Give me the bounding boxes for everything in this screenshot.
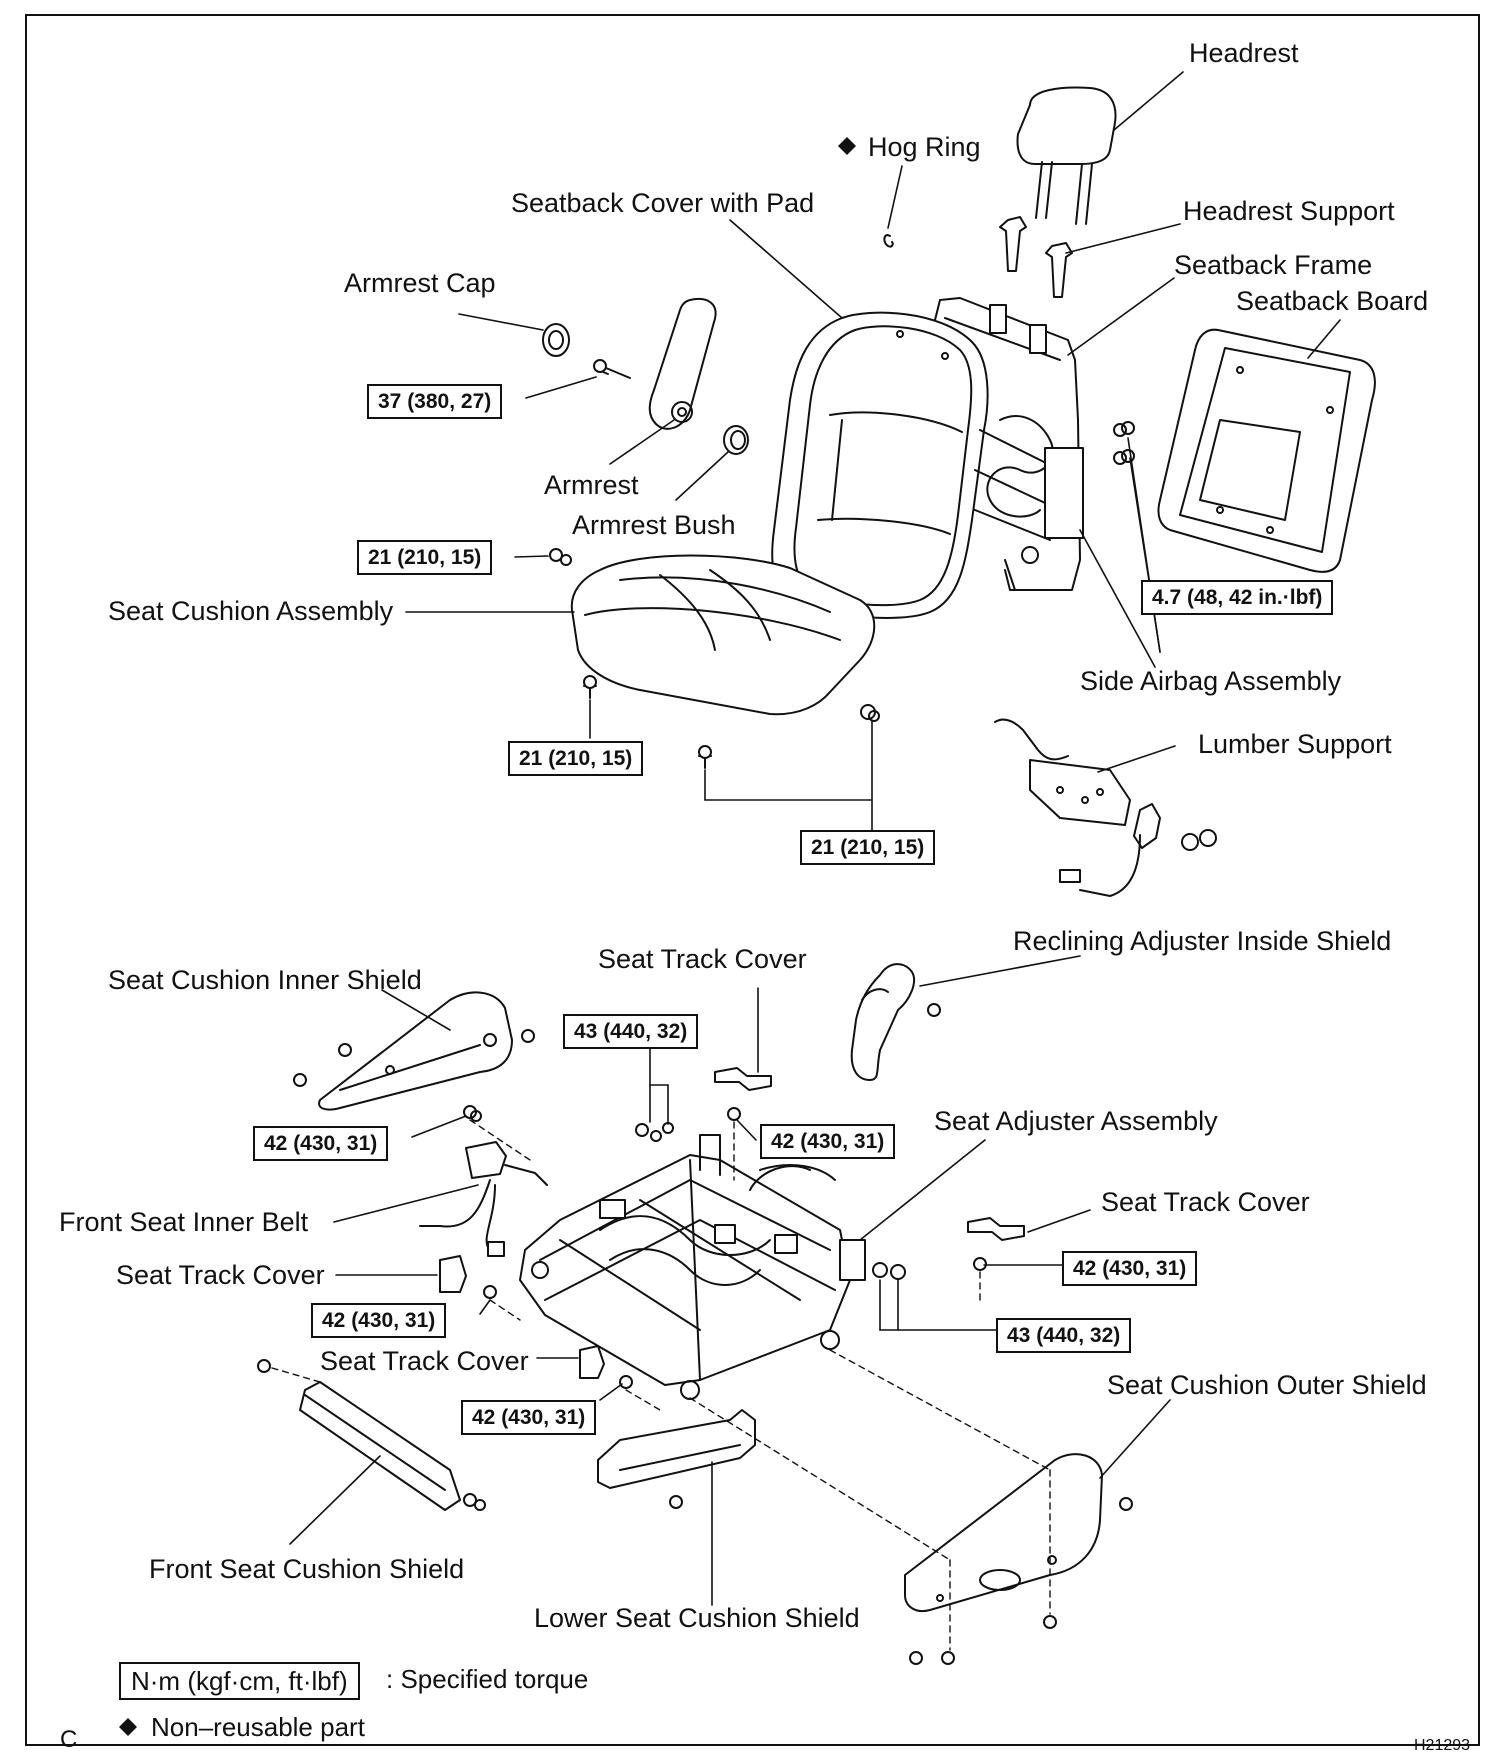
hog-ring-diamond [838,137,856,155]
label-seat-track-cover-left: Seat Track Cover [116,1260,325,1290]
label-front-shield: Front Seat Cushion Shield [149,1554,465,1584]
label-reclining-shield: Reclining Adjuster Inside Shield [1013,926,1392,956]
label-outer-shield: Seat Cushion Outer Shield [1107,1370,1427,1400]
corner-letter: C [60,1726,78,1753]
label-armrest-bush: Armrest Bush [572,510,736,540]
leader-lines [289,71,1341,1606]
legend-nonreusable-desc: Non–reusable part [151,1712,365,1742]
torque-track-top: 43 (440, 32) [563,1014,699,1049]
headrest-support-part [999,216,1073,298]
seatback-cover-part [771,311,989,619]
label-headrest-support: Headrest Support [1183,196,1395,226]
lower-shield-part [597,1409,756,1509]
label-inner-shield: Seat Cushion Inner Shield [108,965,422,995]
torque-track-right-lower: 43 (440, 32) [996,1318,1132,1353]
label-armrest: Armrest [544,470,639,500]
diagram-frame [25,14,1480,1746]
armrest-cap-part [542,323,570,357]
track-bolts [257,1105,987,1389]
seat-adjuster-part [519,1134,866,1400]
label-seat-track-cover-mid: Seat Track Cover [320,1346,529,1376]
label-side-airbag: Side Airbag Assembly [1080,666,1342,696]
seatback-board-part [1157,328,1376,573]
headrest-part [1016,86,1117,225]
hog-ring-part [883,234,894,248]
legend-torque-box: N·m (kgf·cm, ft·lbf) [119,1662,360,1700]
dashed-lines [271,1119,1051,1651]
lumber-support-part [994,718,1217,897]
label-headrest: Headrest [1189,38,1299,68]
seatback-bolts [1113,421,1135,465]
torque-cushion-rear: 21 (210, 15) [800,830,936,865]
torque-track-center: 42 (430, 31) [760,1124,896,1159]
torque-track-left: 42 (430, 31) [311,1303,447,1338]
label-seat-cushion-assembly: Seat Cushion Assembly [108,596,394,626]
inner-belt-part [419,1141,548,1257]
label-lumber-support: Lumber Support [1198,729,1392,759]
legend-torque-desc: : Specified torque [386,1664,589,1694]
armrest-part [648,298,717,430]
label-armrest-cap: Armrest Cap [344,268,496,298]
seat-cushion-part [570,554,876,716]
torque-armrest-bolt: 37 (380, 27) [367,384,503,419]
torque-seatback-board: 4.7 (48, 42 in.·lbf) [1141,580,1334,615]
inner-shield-part [293,991,535,1111]
front-shield-part [299,1381,486,1511]
label-seat-track-cover-top: Seat Track Cover [598,944,807,974]
track-covers [439,1067,1025,1379]
label-seatback-cover: Seatback Cover with Pad [511,188,815,218]
label-hog-ring: Hog Ring [868,132,981,162]
seatback-frame-part [934,297,1084,591]
armrest-bush-part [723,425,749,455]
label-inner-belt: Front Seat Inner Belt [59,1207,309,1237]
legend-diamond [119,1718,137,1736]
figure-code: H21293 [1414,1737,1471,1754]
armrest-bolt [593,359,631,379]
label-seatback-board: Seatback Board [1236,286,1429,316]
torque-track-right: 42 (430, 31) [1062,1251,1198,1286]
torque-cushion-top: 21 (210, 15) [357,540,493,575]
torque-track-mid: 42 (430, 31) [461,1400,597,1435]
label-seat-adjuster: Seat Adjuster Assembly [934,1106,1218,1136]
reclining-shield-part [850,963,941,1081]
label-seatback-frame: Seatback Frame [1174,250,1373,280]
cushion-bolts [549,548,880,769]
label-seat-track-cover-right: Seat Track Cover [1101,1187,1310,1217]
torque-inner-shield-bolt: 42 (430, 31) [253,1126,389,1161]
label-lower-shield: Lower Seat Cushion Shield [534,1603,860,1633]
outer-shield-part [904,1453,1133,1665]
torque-cushion-front: 21 (210, 15) [508,741,644,776]
